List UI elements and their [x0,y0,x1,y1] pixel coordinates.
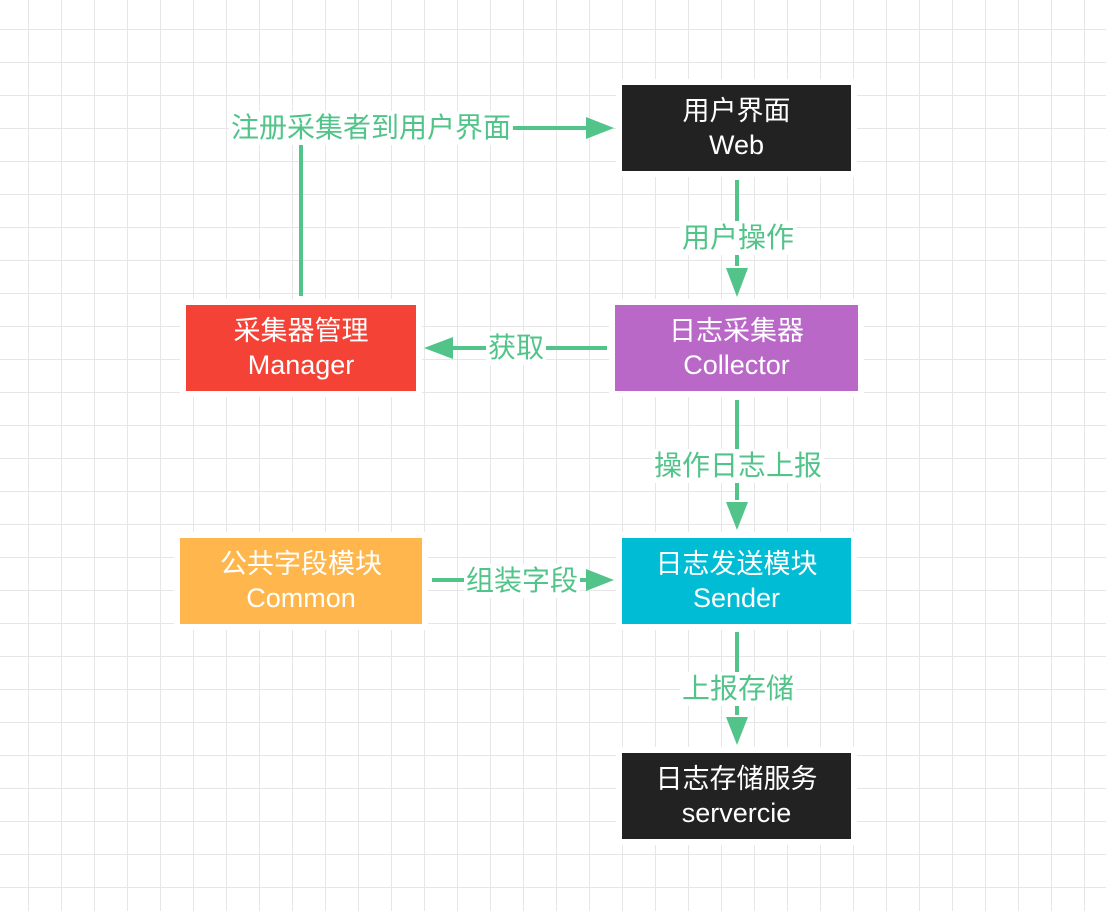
node-storage-subtitle: servercie [681,798,792,828]
node-storage[interactable]: 日志存储服务 servercie [622,753,851,839]
node-web[interactable]: 用户界面 Web [622,85,851,171]
node-web-subtitle: Web [708,130,765,160]
node-common-title: 公共字段模块 [220,549,382,579]
node-sender-subtitle: Sender [692,583,781,613]
node-collector[interactable]: 日志采集器 Collector [615,305,858,391]
edge-label-store: 上报存储 [680,672,797,706]
node-web-title: 用户界面 [682,96,791,126]
node-sender[interactable]: 日志发送模块 Sender [622,538,851,624]
edge-label-user-op: 用户操作 [680,221,797,255]
node-collector-subtitle: Collector [683,350,790,380]
node-manager-title: 采集器管理 [233,316,369,346]
arrowhead-user-op [726,268,748,297]
arrowhead-assemble [586,569,614,591]
node-manager[interactable]: 采集器管理 Manager [186,305,416,391]
arrowhead-report [726,502,748,530]
node-sender-title: 日志发送模块 [655,549,818,579]
node-common[interactable]: 公共字段模块 Common [180,538,422,624]
arrowhead-fetch [424,337,453,359]
edge-label-report: 操作日志上报 [652,449,825,483]
arrowhead-store [726,717,748,745]
node-common-subtitle: Common [246,583,356,613]
node-manager-subtitle: Manager [247,350,355,380]
edge-register-line [299,126,588,296]
node-storage-title: 日志存储服务 [655,764,818,794]
edge-label-register: 注册采集者到用户界面 [229,111,514,145]
node-collector-title: 日志采集器 [669,316,804,346]
edge-label-assemble: 组装字段 [464,564,581,598]
arrowhead-register [586,117,614,139]
edge-label-fetch: 获取 [486,331,547,365]
